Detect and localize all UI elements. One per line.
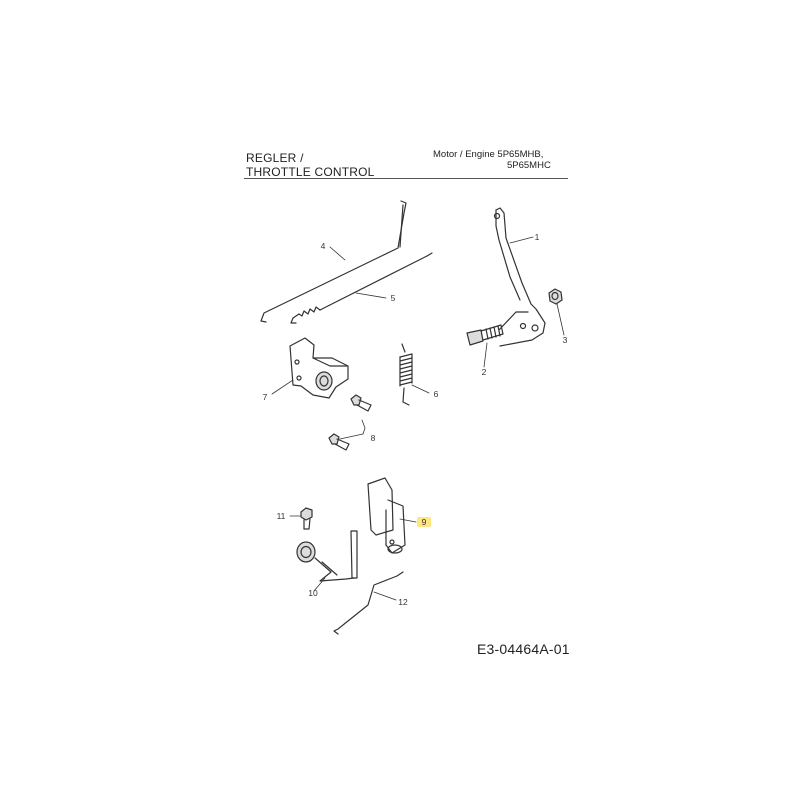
callout-10[interactable]: 10: [308, 588, 318, 598]
callout-7[interactable]: 7: [262, 392, 268, 402]
part-8-bolts[interactable]: [328, 394, 372, 451]
callout-8[interactable]: 8: [370, 433, 376, 443]
callout-11[interactable]: 11: [276, 511, 286, 521]
drawing-code: E3-04464A-01: [477, 641, 570, 657]
callout-3[interactable]: 3: [562, 335, 568, 345]
diagram-title-en: THROTTLE CONTROL: [246, 165, 375, 179]
callout-2[interactable]: 2: [481, 367, 487, 377]
callout-1[interactable]: 1: [534, 232, 540, 242]
part-5-cable-with-spring[interactable]: [290, 252, 433, 324]
callout-6[interactable]: 6: [433, 389, 439, 399]
callout-12[interactable]: 12: [398, 597, 408, 607]
part-10-governor-lever[interactable]: [296, 530, 358, 582]
part-1-throttle-lever[interactable]: [493, 207, 546, 347]
part-2-adjusting-screw[interactable]: [466, 324, 504, 346]
part-9-governor-vane[interactable]: [367, 477, 406, 554]
engine-model-label: Motor / Engine 5P65MHB,: [433, 149, 544, 160]
part-6-spring[interactable]: [399, 343, 413, 406]
part-11-bolt[interactable]: [300, 507, 313, 530]
leader-lines: [271, 236, 565, 601]
callout-5[interactable]: 5: [390, 293, 396, 303]
part-12-wire-link[interactable]: [333, 571, 404, 635]
engine-model-label-2: 5P65MHC: [507, 160, 551, 171]
callout-9-highlighted[interactable]: 9: [417, 517, 431, 527]
header-divider: [244, 178, 568, 179]
part-7-bracket[interactable]: [289, 337, 349, 399]
part-4-throttle-rod[interactable]: [260, 200, 407, 323]
diagram-title-de: REGLER /: [246, 151, 304, 165]
part-3-nut[interactable]: [548, 288, 563, 305]
callout-4[interactable]: 4: [320, 241, 326, 251]
